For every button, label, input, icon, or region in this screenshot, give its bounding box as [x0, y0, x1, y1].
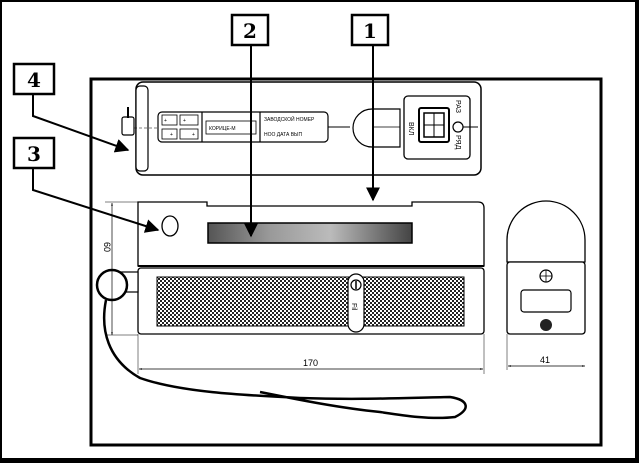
display-window — [207, 222, 413, 244]
battery-label: + — [170, 132, 173, 138]
diagram-canvas: + + + + КОРИЦЕ-М ЗАВОДСКОЙ НОМЕР НОО ДАТ… — [2, 2, 635, 458]
dimension-lines: 60 170 41 — [102, 201, 585, 374]
lanyard-strap — [102, 299, 467, 420]
switch-top-label: РАЗ — [454, 100, 461, 113]
callout-4: 4 — [12, 62, 130, 153]
nameplate-text: КОРИЦЕ-М — [209, 126, 236, 132]
switch-on-label: ВКЛ — [407, 122, 414, 136]
callout-label: 2 — [243, 19, 257, 43]
callout-label: 4 — [27, 68, 41, 92]
callout-label: 3 — [27, 142, 41, 166]
device-body: Fil — [95, 201, 485, 420]
length-dimension: 170 — [303, 358, 318, 368]
callout-2: 2 — [230, 13, 270, 238]
battery-label: + — [164, 118, 167, 124]
end-connector — [121, 116, 135, 136]
date-label: НОО ДАТА ВЫП — [264, 132, 302, 138]
serial-label: ЗАВОДСКОЙ НОМЕР — [264, 115, 315, 123]
callout-3: 3 — [12, 136, 160, 233]
side-indicator — [161, 215, 179, 237]
battery-label: + — [183, 118, 186, 124]
width-dimension: 41 — [540, 355, 550, 365]
top-panel: + + + + КОРИЦЕ-М ЗАВОДСКОЙ НОМЕР НОО ДАТ… — [121, 81, 482, 176]
outer-border — [89, 77, 603, 447]
callout-label: 1 — [363, 19, 377, 43]
switch-bottom-label: РЯД — [454, 135, 461, 150]
device-drawing: + + + + КОРИЦЕ-М ЗАВОДСКОЙ НОМЕР НОО ДАТ… — [12, 13, 603, 447]
side-view — [506, 200, 586, 335]
speaker-grille — [156, 276, 465, 327]
grille-badge-text: Fil — [350, 303, 357, 311]
height-dimension: 60 — [102, 242, 112, 252]
callout-1: 1 — [350, 13, 390, 202]
battery-label: + — [192, 132, 195, 138]
